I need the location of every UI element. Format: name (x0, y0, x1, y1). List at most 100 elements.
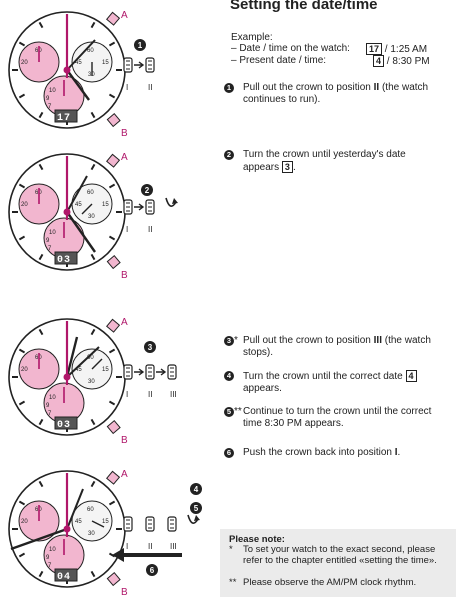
minute-hand (66, 175, 88, 213)
hour-marker (38, 21, 44, 29)
subdial-label: 7 (48, 246, 52, 252)
hour-marker (38, 570, 44, 578)
watch-figure-4: AB604515302060109704IIIIII456 (0, 467, 205, 597)
subdial-hand (81, 203, 93, 215)
step-1-text-2: (the watch continues to run). (243, 82, 429, 105)
note-item-1-text: To set your watch to the exact second, p… (243, 544, 437, 566)
callout-1: 1 (134, 39, 146, 51)
center-pin (63, 525, 71, 533)
push-arrowhead-icon (112, 548, 124, 562)
subdial-label: 20 (21, 60, 28, 66)
note-heading: Please note: (229, 534, 285, 545)
subdial-label: 60 (87, 48, 94, 54)
crown-position-label: II (148, 83, 152, 92)
callout-circle (190, 502, 202, 514)
example-label: Example: (231, 32, 273, 43)
step-6-text-2: . (397, 447, 401, 458)
watch-figure-1: AB604515302060109717III1 (0, 0, 205, 150)
crown-position-label: II (148, 225, 152, 234)
subdial-hand (91, 520, 105, 528)
hour-marker (38, 111, 44, 119)
hour-marker (90, 111, 96, 119)
date-window-digits: 03 (57, 420, 71, 431)
hour-hand (10, 527, 68, 551)
callout-number: 6 (150, 566, 155, 575)
crown-position-label: II (148, 542, 152, 551)
callout-5: 5 (190, 502, 202, 514)
step-1-text: Pull out the crown to position (243, 82, 374, 93)
subdial-label: 45 (75, 519, 82, 525)
hour-marker (38, 418, 44, 426)
step-3-number: 3 (224, 336, 234, 346)
subdial-label: 15 (102, 202, 109, 208)
subdial-label: 7 (48, 563, 52, 569)
pusher-a (106, 470, 121, 485)
page-title: Setting the date/time (230, 0, 378, 13)
hour-marker (90, 253, 96, 261)
hour-marker (18, 93, 26, 99)
hour-marker (18, 400, 26, 406)
minute-hand (66, 488, 84, 530)
hour-hand (66, 211, 96, 253)
step-3-position: III (373, 335, 382, 346)
hour-marker (108, 400, 116, 406)
pusher-b-label: B (121, 587, 128, 597)
subdial-label: 30 (88, 214, 95, 220)
step-2-number: 2 (224, 150, 234, 160)
step-6-number: 6 (224, 448, 234, 458)
arrow-right-icon (134, 61, 145, 69)
date-window-digits: 04 (57, 572, 71, 583)
crown-position-label: III (170, 390, 177, 399)
date-window-digits: 03 (57, 255, 71, 266)
step-4-text: Turn the crown until the correct date (243, 371, 406, 382)
watch-figure-3: AB604515302060109703IIIIII3 (0, 315, 205, 445)
subdial-label: 10 (49, 230, 56, 236)
callout-number: 5 (194, 504, 199, 513)
step-5-text: Continue to turn the crown until the cor… (243, 406, 432, 429)
subdial-hand (91, 358, 103, 370)
callout-circle (134, 39, 146, 51)
subdial-label: 30 (88, 379, 95, 385)
subdial-label: 10 (49, 88, 56, 94)
subdial-label: 45 (75, 60, 82, 66)
example-line-present: – Present date / time: 4 / 8:30 PM (231, 55, 430, 67)
hour-marker (108, 500, 116, 506)
step-2-text-2: . (292, 161, 296, 173)
subdial-label: 20 (21, 202, 28, 208)
step-1-number: 1 (224, 83, 234, 93)
hour-marker (90, 21, 96, 29)
hour-hand (65, 336, 79, 378)
hour-marker (38, 328, 44, 336)
subdial-label: 20 (21, 519, 28, 525)
step-5-mark: ** (234, 406, 242, 417)
pusher-a (106, 153, 121, 168)
present-time: / 8:30 PM (386, 56, 430, 67)
crown-position-label: I (126, 225, 128, 234)
hour-marker (18, 41, 26, 47)
arrow-right-icon (156, 368, 167, 376)
callout-circle (144, 341, 156, 353)
subdial-label: 30 (88, 531, 95, 537)
date-window (54, 109, 78, 123)
step-3-text: Pull out the crown to position (243, 335, 374, 346)
callout-number: 4 (194, 485, 199, 494)
callout-4: 4 (190, 483, 202, 495)
step-2-text: Turn the crown until yesterday's date ap… (243, 149, 406, 173)
hour-marker (108, 183, 116, 189)
subdial-label: 60 (87, 355, 94, 361)
pusher-a-label: A (121, 10, 128, 21)
date-window (54, 416, 78, 430)
step-4-text-2: appears. (243, 382, 282, 394)
hour-marker (90, 328, 96, 336)
crown-position-label: II (148, 390, 152, 399)
pusher-b (106, 113, 121, 128)
subdial-label: 9 (46, 555, 50, 561)
callout-3: 3 (144, 341, 156, 353)
step-3-mark: * (234, 335, 238, 346)
hour-marker (108, 235, 116, 241)
hour-marker (108, 41, 116, 47)
subdial-label: 7 (48, 104, 52, 110)
pusher-a (106, 318, 121, 333)
subdial-label: 9 (46, 238, 50, 244)
step-5-number: 5 (224, 407, 234, 417)
